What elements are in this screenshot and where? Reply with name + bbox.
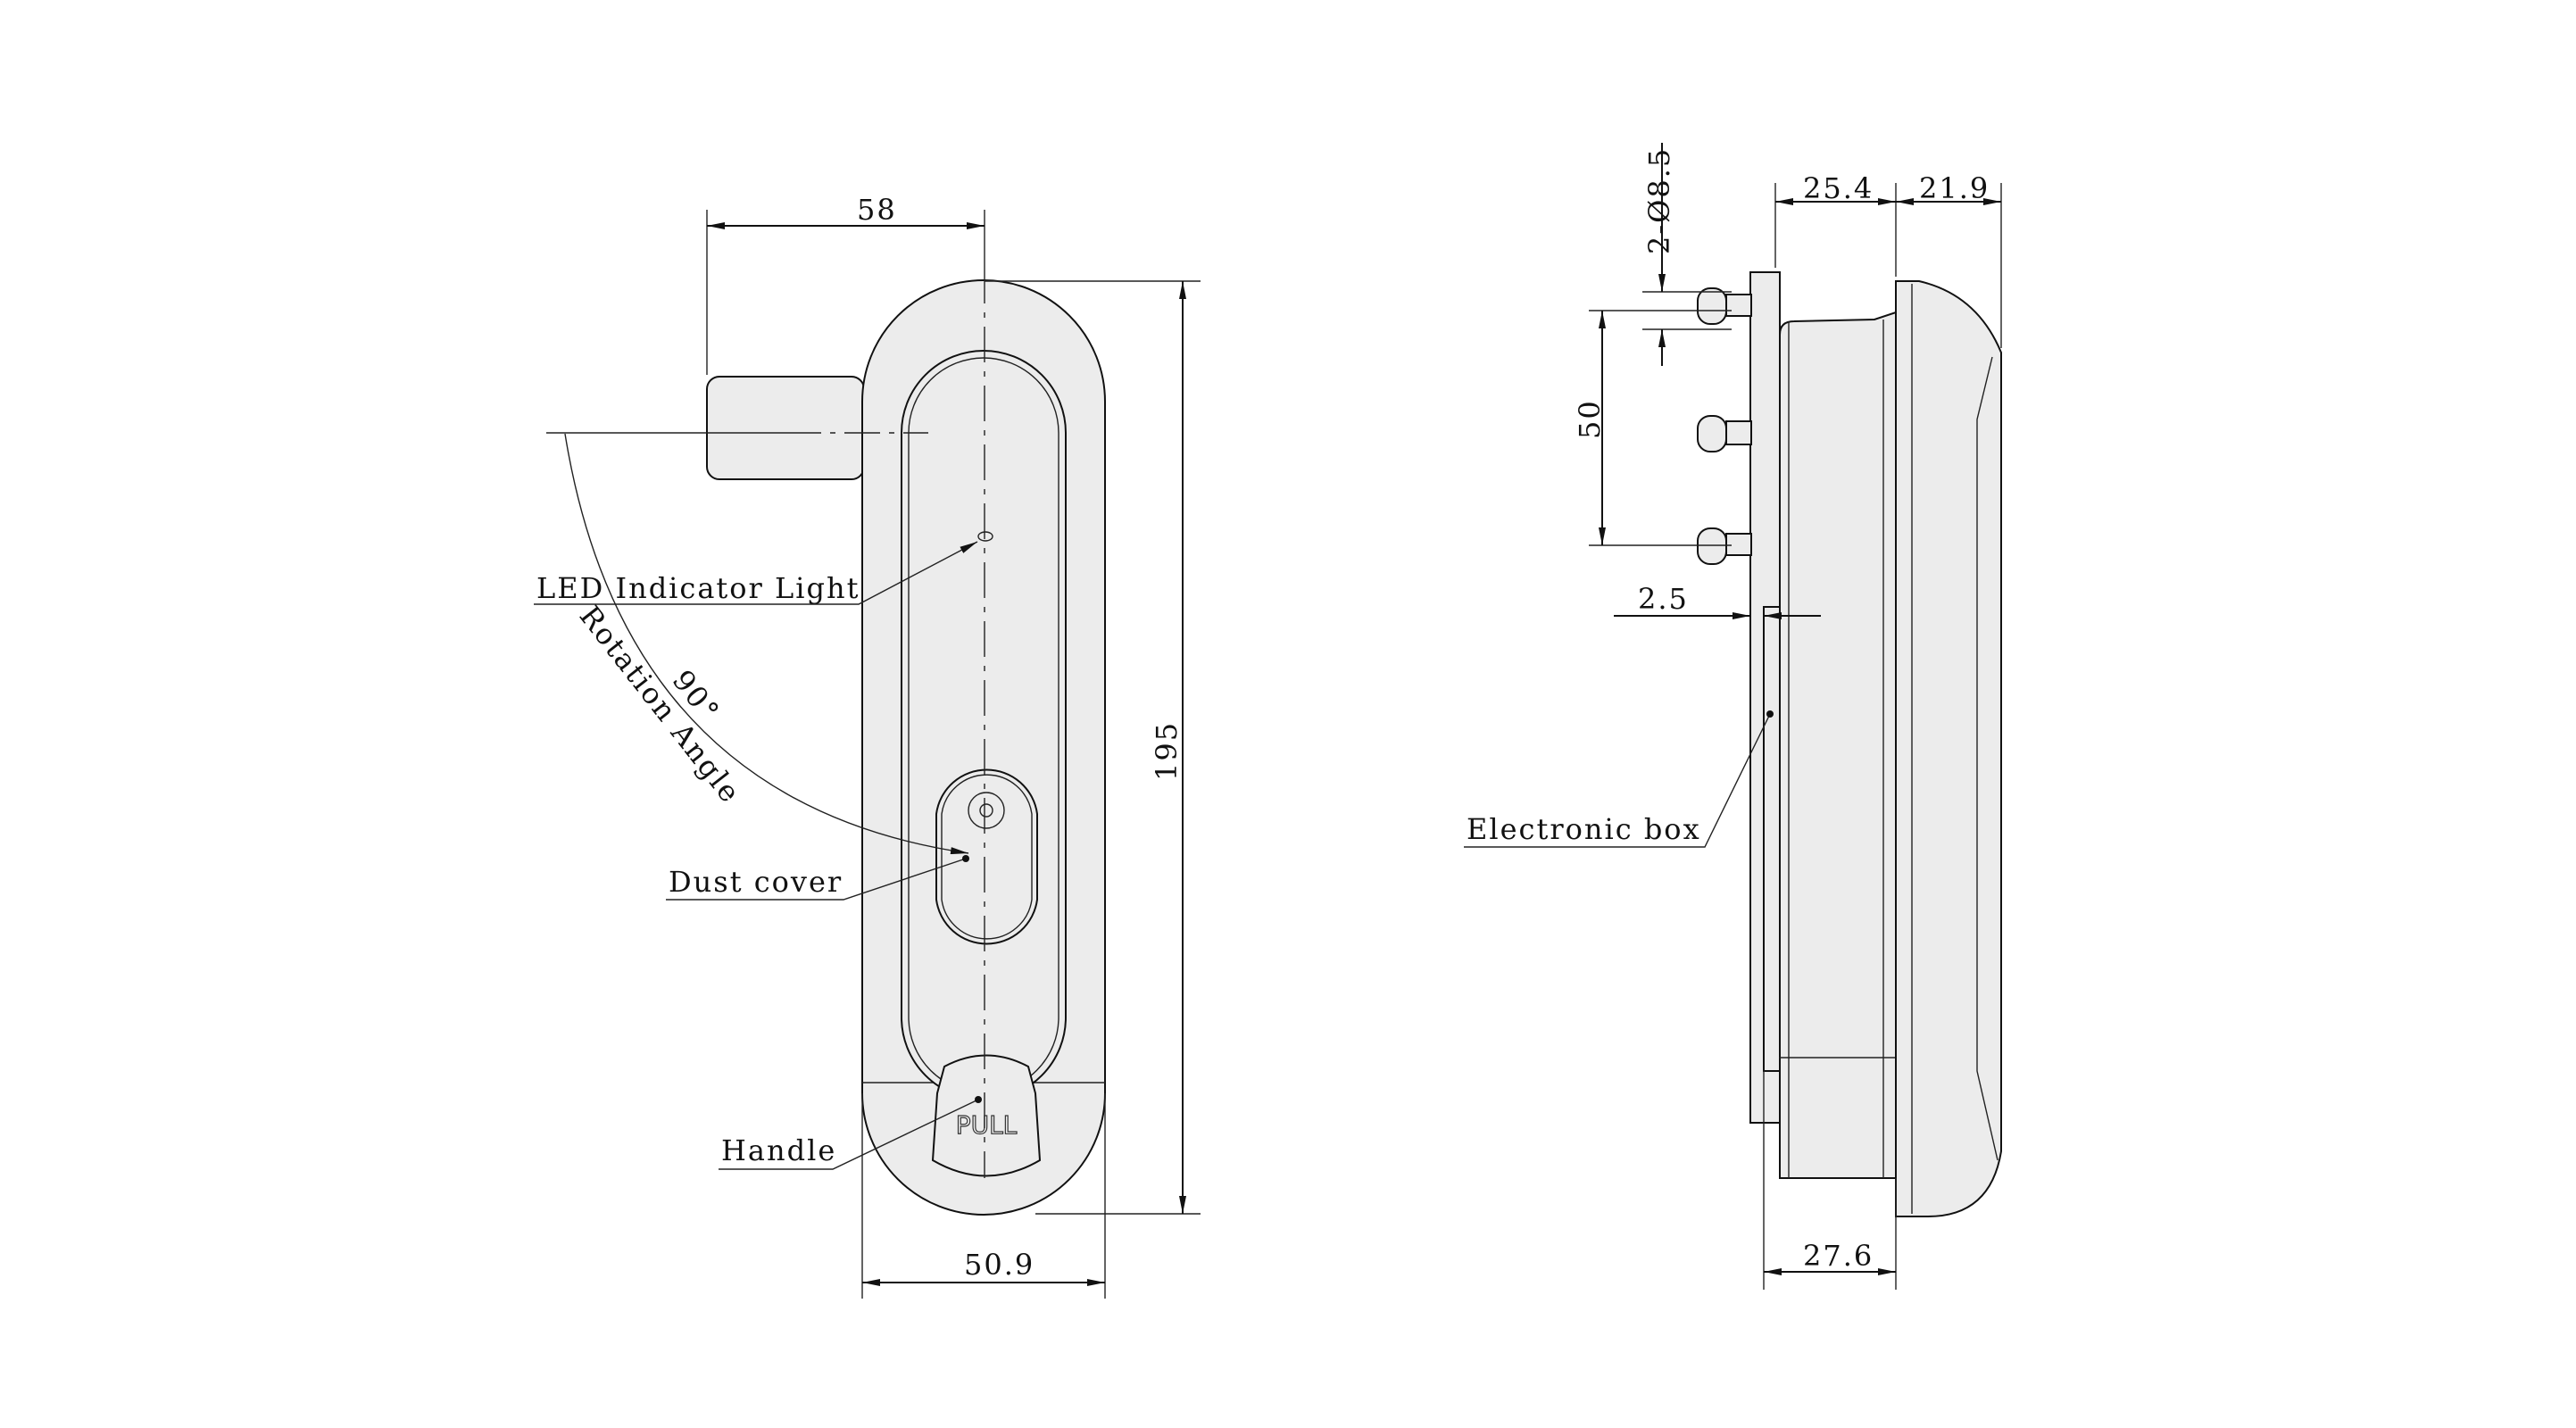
front-cover [1895, 280, 2002, 1217]
side-body [1779, 311, 1897, 1179]
mounting-screws [1697, 287, 1752, 565]
dust-cover [935, 768, 1038, 945]
front-view: PULL 58 195 50.9 Rotation Angle 90° LED … [534, 193, 1201, 1299]
dim-holes-2-dia-8-5: 2-Ø8.5 [1642, 147, 1676, 254]
dust-cover-label: Dust cover [669, 865, 843, 899]
dim-21-9: 21.9 [1919, 171, 1990, 205]
dim-58: 58 [857, 193, 897, 227]
rotation-arc [564, 433, 969, 855]
dim-50-9: 50.9 [964, 1248, 1035, 1282]
handle-stub [706, 376, 865, 480]
handle-label: Handle [721, 1133, 836, 1167]
electronic-box-label: Electronic box [1467, 812, 1701, 846]
led-indicator-label: LED Indicator Light [536, 571, 860, 605]
dim-50: 50 [1573, 399, 1607, 439]
dim-27-6: 27.6 [1803, 1239, 1874, 1273]
led-light [977, 531, 993, 542]
electronic-box [1763, 606, 1781, 1072]
keyhole-icon [968, 792, 1005, 829]
dim-195: 195 [1150, 721, 1184, 781]
pull-text: PULL [956, 1110, 1018, 1140]
side-view: 25.4 21.9 50 2-Ø8.5 2.5 27.6 Electronic … [1464, 143, 2002, 1290]
pull-handle [931, 1054, 1042, 1177]
dim-25-4: 25.4 [1803, 171, 1874, 205]
handle-slot [901, 350, 1067, 1100]
dim-2-5: 2.5 [1638, 582, 1689, 616]
